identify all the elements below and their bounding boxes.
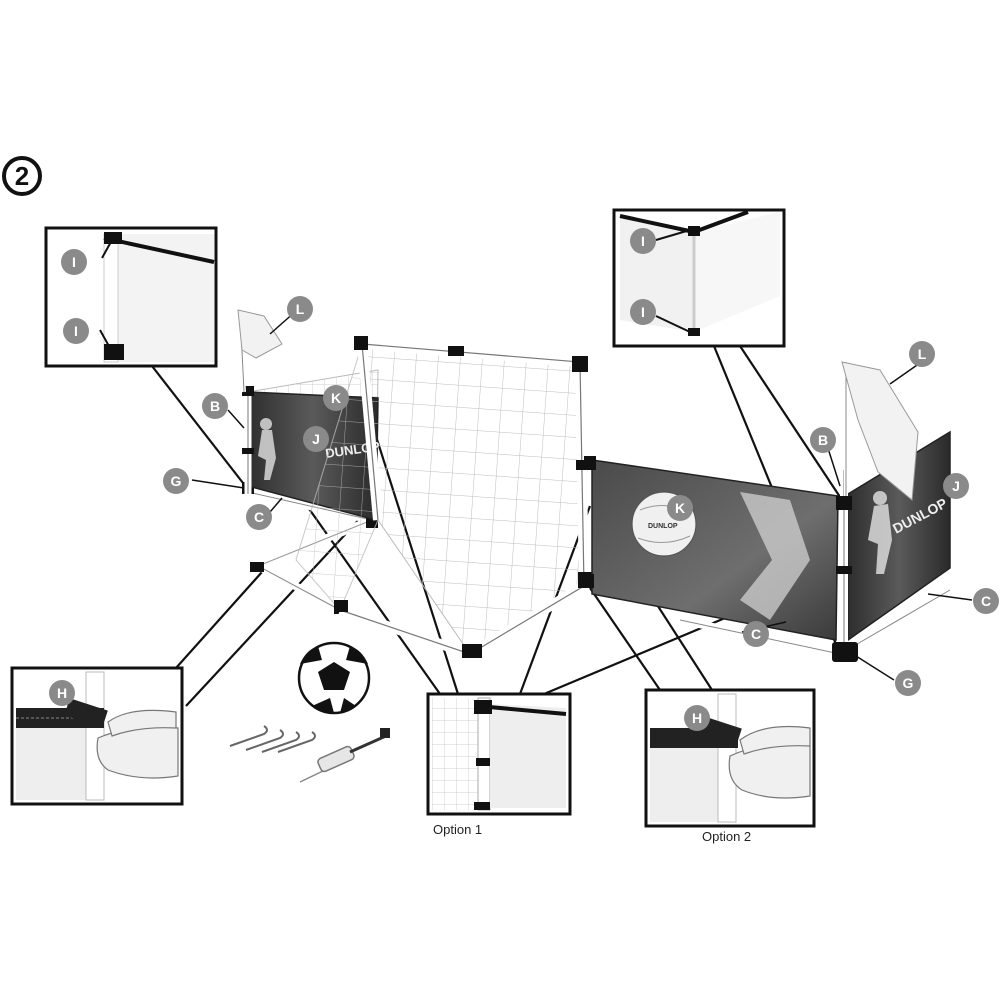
soccer-ball-icon — [297, 641, 371, 715]
svg-text:L: L — [296, 301, 305, 317]
label-badge: I — [630, 299, 656, 325]
callout-box-bottom-center — [426, 692, 572, 816]
label-badge: J — [303, 426, 329, 452]
flag-icon — [841, 361, 919, 501]
option-2-caption: Option 2 — [702, 829, 752, 844]
svg-text:J: J — [312, 431, 320, 447]
svg-text:I: I — [641, 304, 645, 320]
svg-text:C: C — [751, 626, 761, 642]
svg-text:K: K — [331, 390, 341, 406]
label-badge: C — [246, 504, 272, 530]
label-badge: K — [323, 385, 349, 411]
svg-text:L: L — [918, 346, 927, 362]
label-badge: H — [684, 705, 710, 731]
label-badge: G — [163, 468, 189, 494]
svg-text:G: G — [171, 473, 182, 489]
ball-brand-text: DUNLOP — [648, 523, 678, 530]
callout-box-top-left — [44, 226, 218, 368]
label-badge: I — [63, 318, 89, 344]
label-badge: G — [895, 670, 921, 696]
svg-text:I: I — [72, 254, 76, 270]
hand-icon — [728, 725, 811, 799]
label-badge: K — [667, 495, 693, 521]
label-badge: B — [202, 393, 228, 419]
main-goal — [295, 336, 592, 660]
hand-icon — [96, 709, 179, 779]
right-barrier: DUNLOP DUNLOP — [582, 361, 953, 662]
step-number-badge: 2 — [2, 156, 42, 196]
svg-text:B: B — [818, 432, 828, 448]
player-figure-center — [740, 492, 810, 620]
air-pump-icon — [299, 728, 390, 783]
flag-icon — [237, 309, 283, 359]
label-badge: L — [287, 296, 313, 322]
svg-text:I: I — [74, 323, 78, 339]
svg-text:G: G — [903, 675, 914, 691]
callout-box-bottom-right — [644, 688, 816, 828]
svg-text:I: I — [641, 233, 645, 249]
svg-text:B: B — [210, 398, 220, 414]
svg-text:J: J — [952, 478, 960, 494]
label-badge: I — [61, 249, 87, 275]
svg-text:C: C — [254, 509, 264, 525]
option-1-caption: Option 1 — [433, 822, 483, 837]
svg-text:H: H — [692, 710, 702, 726]
label-badge: J — [943, 473, 969, 499]
ground-peg-icon — [229, 725, 316, 753]
svg-text:C: C — [981, 593, 991, 609]
label-badge: B — [810, 427, 836, 453]
svg-text:K: K — [675, 500, 685, 516]
label-badge: C — [973, 588, 999, 614]
svg-text:H: H — [57, 685, 67, 701]
callout-box-bottom-left — [10, 666, 184, 806]
player-figure-left — [258, 418, 276, 480]
label-badge: L — [909, 341, 935, 367]
label-badge: C — [743, 621, 769, 647]
player-figure-right — [868, 491, 892, 574]
label-badge: H — [49, 680, 75, 706]
label-badge: I — [630, 228, 656, 254]
